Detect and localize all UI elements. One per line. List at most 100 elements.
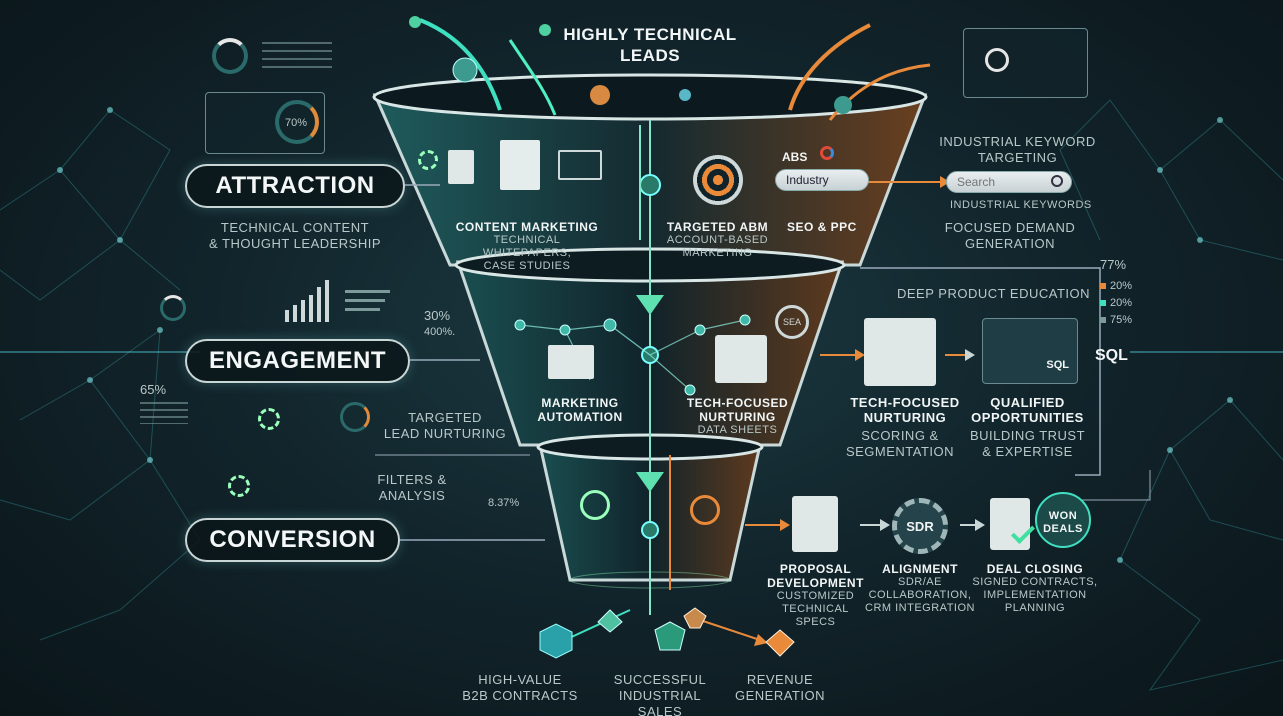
legend-value-1: 20% — [1110, 280, 1133, 292]
settings-badge-label: SEA — [782, 317, 801, 327]
right-nurturing-line1: TECH-FOCUSED — [850, 395, 960, 410]
check-target-icon — [580, 490, 610, 520]
stage-conversion: CONVERSION — [185, 518, 400, 562]
gem-icons — [539, 607, 795, 659]
monitor-chart-icon — [558, 150, 602, 180]
outcome-sales: SUCCESSFUL INDUSTRIAL SALES — [595, 672, 725, 716]
pct-30: 30% — [424, 308, 451, 323]
cube-gem-icon — [539, 623, 573, 659]
analytics-window-icon — [715, 335, 767, 383]
google-icon — [820, 146, 834, 160]
deal-closing-title: DEAL CLOSING — [986, 562, 1084, 576]
qualified-opportunities-title: QUALIFIED OPPORTUNITIES — [965, 395, 1090, 425]
contracts-line1: HIGH-VALUE — [478, 672, 562, 687]
outcome-revenue: REVENUE GENERATION — [725, 672, 835, 704]
proposal-sub-line2: TECHNICAL — [782, 603, 849, 615]
keyword-targeting-title: INDUSTRIAL KEYWORD TARGETING — [935, 134, 1100, 166]
content-sub-line1: TECHNICAL WHITEPAPERS, — [482, 234, 572, 259]
sales-line2: INDUSTRIAL SALES — [618, 688, 702, 716]
engagement-sub-line2: LEAD NURTURING — [383, 426, 507, 441]
contract-document-icon — [990, 498, 1030, 550]
targeted-abm-title: TARGETED ABM — [666, 220, 769, 234]
scoring-label: SCORING & SEGMENTATION — [835, 428, 965, 460]
alignment-sub-line1: SDR/AE — [898, 576, 942, 588]
closing-sub-line2: IMPLEMENTATION — [983, 589, 1087, 601]
bar-lines-top — [262, 42, 332, 72]
attraction-subtitle: TECHNICAL CONTENT & THOUGHT LEADERSHIP — [195, 220, 395, 252]
bar-lines-left — [140, 402, 188, 424]
abs-label: ABS — [782, 150, 808, 164]
closing-sub-line3: PLANNING — [1004, 602, 1066, 614]
legend-list: 20% 20% 75% — [1100, 278, 1132, 329]
won-deals-line1: WON — [1048, 510, 1078, 522]
alignment-subtitle: SDR/AE COLLABORATION, CRM INTEGRATION — [860, 576, 980, 615]
mid-nurturing-line1: TECH-FOCUSED — [686, 396, 789, 410]
gauge-ring-small — [340, 402, 370, 432]
stage-engagement-label: ENGAGEMENT — [208, 347, 386, 374]
target-icon — [693, 155, 743, 205]
right-nurturing-title: TECH-FOCUSED NURTURING — [840, 395, 970, 425]
legend-value-3: 75% — [1110, 314, 1133, 326]
revenue-line2: GENERATION — [735, 688, 825, 703]
automation-line2: AUTOMATION — [537, 410, 623, 424]
report-icon — [500, 140, 540, 190]
demand-line1: FOCUSED DEMAND — [944, 220, 1076, 235]
demand-line2: GENERATION — [965, 236, 1055, 251]
proposal-title: PROPOSAL DEVELOPMENT — [758, 562, 873, 590]
proposal-sub-line1: CUSTOMIZED — [776, 590, 855, 602]
keyword-title-line1: INDUSTRIAL KEYWORD — [939, 134, 1096, 149]
attraction-sub-line1: TECHNICAL CONTENT — [220, 220, 370, 235]
proposal-document-icon — [792, 496, 838, 552]
deal-closing-subtitle: SIGNED CONTRACTS, IMPLEMENTATION PLANNIN… — [970, 576, 1100, 615]
legend-item-1: 20% — [1100, 278, 1132, 295]
legend-value-2: 20% — [1110, 297, 1133, 309]
abm-sub-line2: MARKETING — [682, 247, 753, 259]
donut-widget-top — [212, 38, 248, 74]
stage-conversion-label: CONVERSION — [209, 526, 376, 553]
right-nurturing-line2: NURTURING — [863, 410, 947, 425]
bar-chart-mini-left — [285, 280, 390, 322]
keyword-title-line2: TARGETING — [977, 150, 1058, 165]
top-label: HIGHLY TECHNICAL LEADS — [540, 24, 760, 66]
engagement-subtitle: TARGETED LEAD NURTURING — [380, 410, 510, 442]
magnifier-icon — [985, 48, 1009, 72]
search-icon[interactable] — [1051, 175, 1063, 187]
amber-gem-icon — [683, 607, 707, 629]
tech-nurturing-label: TECH-FOCUSED NURTURING — [675, 396, 800, 424]
stage-attraction-label: ATTRACTION — [215, 172, 375, 199]
filters-line2: ANALYSIS — [378, 488, 446, 503]
top-label-line2: LEADS — [619, 46, 681, 65]
contracts-line2: B2B CONTRACTS — [462, 688, 578, 703]
focused-demand-label: FOCUSED DEMAND GENERATION — [935, 220, 1085, 252]
large-gem-icon — [654, 621, 686, 651]
proposal-line2: DEVELOPMENT — [767, 576, 864, 590]
won-deals-line2: DEALS — [1043, 523, 1083, 535]
bullseye-icon — [690, 495, 720, 525]
industrial-keywords-label: INDUSTRIAL KEYWORDS — [950, 199, 1092, 211]
qualified-line2: OPPORTUNITIES — [971, 410, 1084, 425]
sdr-gear-icon: SDR — [892, 498, 948, 554]
outcome-contracts: HIGH-VALUE B2B CONTRACTS — [455, 672, 585, 704]
keyword-search-input[interactable] — [946, 171, 1072, 193]
gauge-ring — [275, 100, 319, 144]
gear-icon-small — [228, 475, 250, 497]
automation-line1: MARKETING — [541, 396, 619, 410]
alignment-sub-line2: COLLABORATION, — [868, 589, 972, 601]
small-gem-icon — [597, 609, 623, 633]
pct-400: 400%. — [424, 326, 456, 338]
scoring-line1: SCORING & — [861, 428, 939, 443]
alignment-title: ALIGNMENT — [882, 562, 958, 576]
gear-icon-top — [418, 150, 438, 170]
content-marketing-subtitle: TECHNICAL WHITEPAPERS, CASE STUDIES — [452, 234, 602, 273]
pct-70: 70% — [285, 117, 308, 129]
donut-widget-mid — [160, 295, 186, 321]
alignment-sub-line3: CRM INTEGRATION — [865, 602, 975, 614]
industry-search-value: Industry — [786, 173, 829, 187]
targeted-abm-subtitle: ACCOUNT-BASED MARKETING — [660, 234, 775, 260]
gear-icon — [258, 408, 280, 430]
abm-sub-line1: ACCOUNT-BASED — [666, 234, 769, 246]
engagement-sub-line1: TARGETED — [408, 410, 482, 425]
sql-dashboard-icon: SQL — [982, 318, 1078, 384]
industry-search-input[interactable]: Industry — [775, 169, 869, 191]
data-sheets-label: DATA SHEETS — [697, 424, 778, 436]
